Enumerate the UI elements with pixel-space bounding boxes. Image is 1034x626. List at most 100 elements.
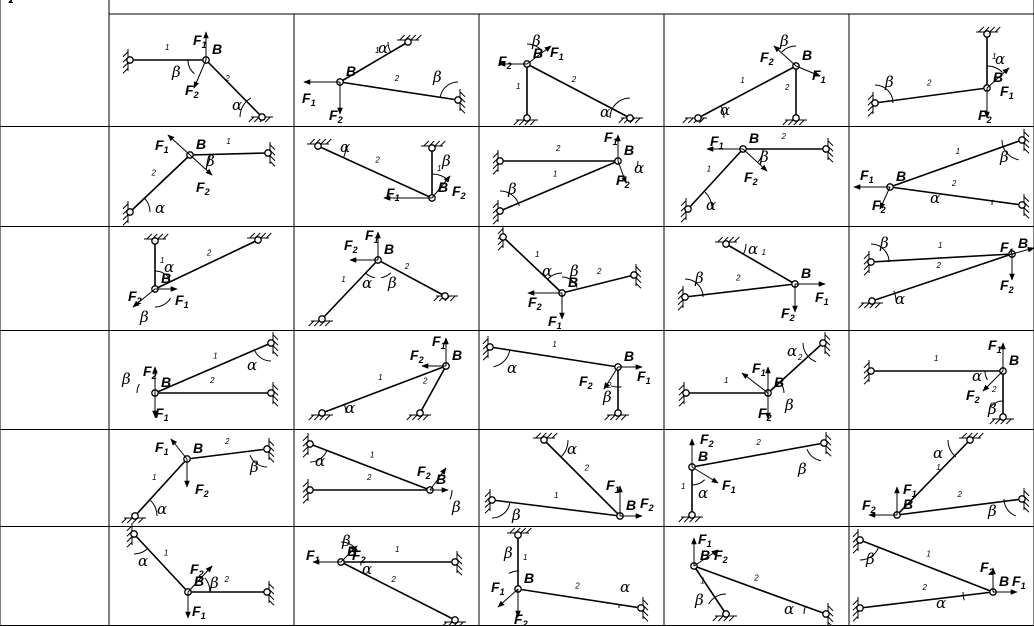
node-label-b: B bbox=[896, 168, 906, 184]
angle-arc-beta bbox=[249, 454, 268, 468]
rod-number-1: 1 bbox=[535, 250, 539, 259]
rod-number-2: 2 bbox=[926, 79, 932, 88]
rod-number-2: 2 bbox=[781, 132, 787, 141]
angle-label-beta: β bbox=[249, 458, 259, 476]
rod-number-1: 1 bbox=[552, 340, 556, 349]
rod-2 bbox=[889, 186, 1023, 206]
force-label-f1: F1 bbox=[192, 603, 206, 621]
angle-label-beta: β bbox=[784, 396, 794, 414]
angle-label-alpha: α bbox=[315, 452, 325, 470]
rod-number-1: 1 bbox=[226, 137, 230, 146]
rod-number-2: 2 bbox=[922, 583, 928, 592]
hinge-node bbox=[267, 389, 275, 397]
force-label-f1: F1 bbox=[722, 477, 736, 495]
hinge-node bbox=[306, 486, 314, 494]
fixed-support bbox=[635, 264, 642, 289]
angle-label-beta: β bbox=[171, 63, 181, 81]
angle-arc-beta bbox=[610, 385, 622, 388]
rod-number-1: 1 bbox=[700, 577, 704, 586]
force-label-f1: F1 bbox=[815, 289, 829, 307]
hinge-node bbox=[130, 530, 138, 538]
force-arrow-f2 bbox=[193, 59, 207, 89]
hinge-node bbox=[151, 237, 159, 245]
force-label-f1: F1 bbox=[606, 477, 620, 495]
hinge-node bbox=[514, 531, 522, 539]
force-label-f1: F1 bbox=[637, 368, 651, 386]
rod-number-2: 2 bbox=[206, 248, 212, 257]
rod-2 bbox=[517, 588, 642, 609]
force-arrow-f1 bbox=[167, 134, 191, 156]
force-arrow-f2 bbox=[773, 45, 797, 67]
force-label-f1: F1 bbox=[386, 185, 400, 203]
hinge-node bbox=[499, 233, 507, 241]
angle-label-beta: β bbox=[987, 502, 997, 520]
rod-number-1: 1 bbox=[523, 553, 527, 562]
force-arrow-f2 bbox=[982, 370, 1004, 392]
rod-1 bbox=[687, 148, 744, 210]
hinge-node bbox=[258, 113, 266, 121]
force-label-f2: F2 bbox=[781, 305, 795, 323]
angle-arc-alpha bbox=[239, 97, 252, 118]
angle-label-beta: β bbox=[779, 32, 789, 50]
rod-2 bbox=[691, 442, 825, 468]
angle-arc-alpha bbox=[947, 439, 957, 458]
angle-arc-alpha bbox=[493, 350, 511, 368]
angle-label-alpha: α bbox=[138, 552, 148, 570]
angle-arc-beta bbox=[1003, 498, 1017, 517]
node-label-b: B bbox=[533, 45, 543, 61]
force-arrow-f2 bbox=[742, 148, 768, 172]
angle-arc-beta bbox=[154, 297, 172, 308]
force-label-f2: F2 bbox=[498, 53, 512, 71]
force-label-f1: F1 bbox=[155, 439, 169, 457]
rod-number-2: 2 bbox=[784, 83, 790, 92]
node-label-b: B bbox=[436, 471, 446, 487]
node-label-b: B bbox=[1018, 235, 1028, 251]
angle-label-alpha: α bbox=[787, 342, 797, 360]
angle-arc-alpha bbox=[154, 270, 171, 279]
angle-label-alpha: α bbox=[157, 500, 167, 518]
hinge-node bbox=[626, 114, 634, 122]
angle-label-beta: β bbox=[511, 506, 521, 524]
angle-arc-beta bbox=[204, 577, 211, 593]
angle-arc-alpha bbox=[143, 197, 151, 213]
hinge-node bbox=[682, 389, 690, 397]
force-label-f2: F2 bbox=[143, 363, 157, 381]
hinge-node bbox=[983, 30, 991, 38]
angle-label-alpha: α bbox=[748, 240, 758, 258]
rod-1 bbox=[889, 139, 1023, 188]
angle-label-alpha: α bbox=[972, 367, 982, 385]
angle-arc-alpha bbox=[802, 342, 817, 363]
angle-label-beta: β bbox=[569, 262, 579, 280]
angle-arc-alpha bbox=[133, 547, 149, 555]
force-label-f2: F2 bbox=[758, 405, 772, 423]
angle-arc-beta bbox=[781, 45, 797, 53]
force-arrow-f1 bbox=[526, 45, 552, 65]
hinge-node bbox=[792, 114, 800, 122]
rod-number-2: 2 bbox=[394, 74, 400, 83]
hinge-node bbox=[966, 436, 974, 444]
rod-number-1: 1 bbox=[160, 256, 164, 265]
rod-2 bbox=[561, 274, 635, 294]
angle-label-alpha: α bbox=[895, 290, 905, 308]
node-label-b: B bbox=[161, 270, 171, 286]
angle-arc-beta bbox=[431, 173, 450, 182]
angle-label-beta: β bbox=[139, 308, 149, 326]
rod-number-1: 1 bbox=[341, 275, 345, 284]
angle-arc-alpha bbox=[742, 243, 747, 255]
rod-number-1: 1 bbox=[213, 352, 217, 361]
hinge-node bbox=[681, 293, 689, 301]
node-label-b: B bbox=[993, 69, 1003, 85]
force-label-f2: F2 bbox=[410, 347, 424, 365]
angle-label-alpha: α bbox=[340, 138, 350, 156]
angle-arc-beta bbox=[187, 59, 195, 75]
angle-label-alpha: α bbox=[362, 560, 372, 578]
